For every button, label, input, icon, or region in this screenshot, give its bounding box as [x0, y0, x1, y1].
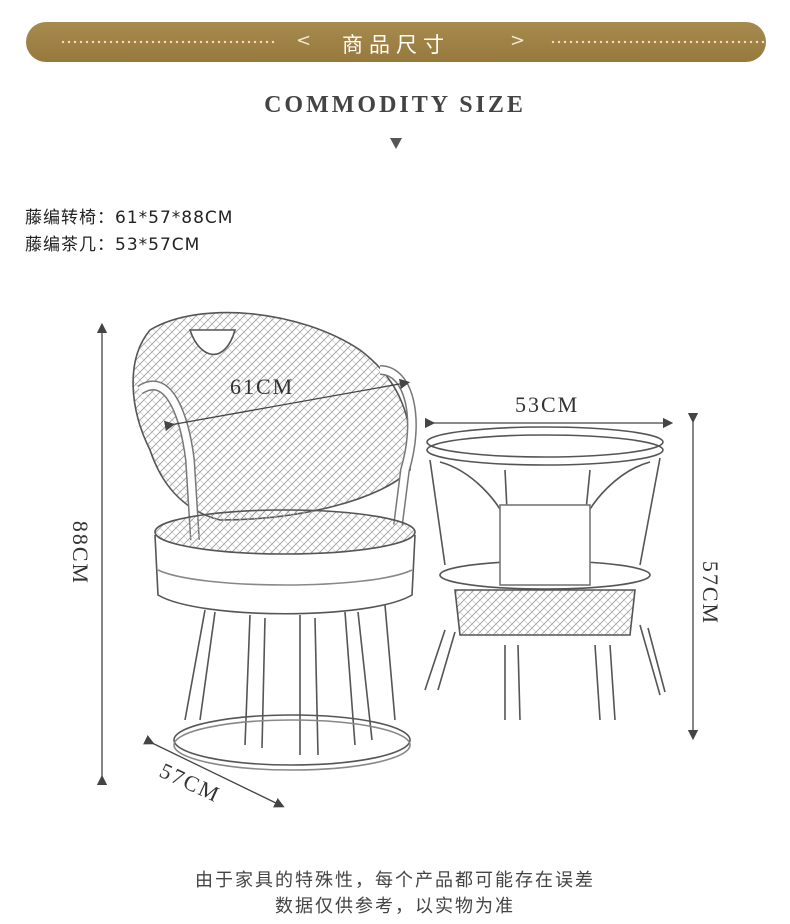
rattan-table-drawing [424, 426, 666, 721]
decorative-dots-right [550, 40, 765, 44]
chair-width-label: 61CM [230, 374, 295, 399]
down-triangle-icon [390, 138, 402, 149]
spec-chair: 藤编转椅：61*57*88CM [25, 208, 234, 228]
header-banner: < 商品尺寸 > [26, 22, 766, 62]
spec-table: 藤编茶几：53*57CM [25, 235, 201, 255]
table-height-label: 57CM [698, 560, 724, 626]
chair-depth-line [143, 735, 285, 808]
footer-note-line2: 数据仅供参考，以实物为准 [275, 896, 515, 917]
left-arrow-icon: < [296, 30, 312, 51]
right-arrow-icon: > [510, 30, 526, 51]
chair-height-label: 88CM [68, 520, 94, 586]
section-subtitle: COMMODITY SIZE [264, 92, 526, 118]
footer-note-line1: 由于家具的特殊性，每个产品都可能存在误差 [195, 870, 595, 891]
chair-width-line [163, 378, 411, 432]
decorative-dots-left [60, 40, 275, 44]
banner-title: 商品尺寸 [342, 33, 450, 57]
table-width-label: 53CM [515, 392, 580, 417]
